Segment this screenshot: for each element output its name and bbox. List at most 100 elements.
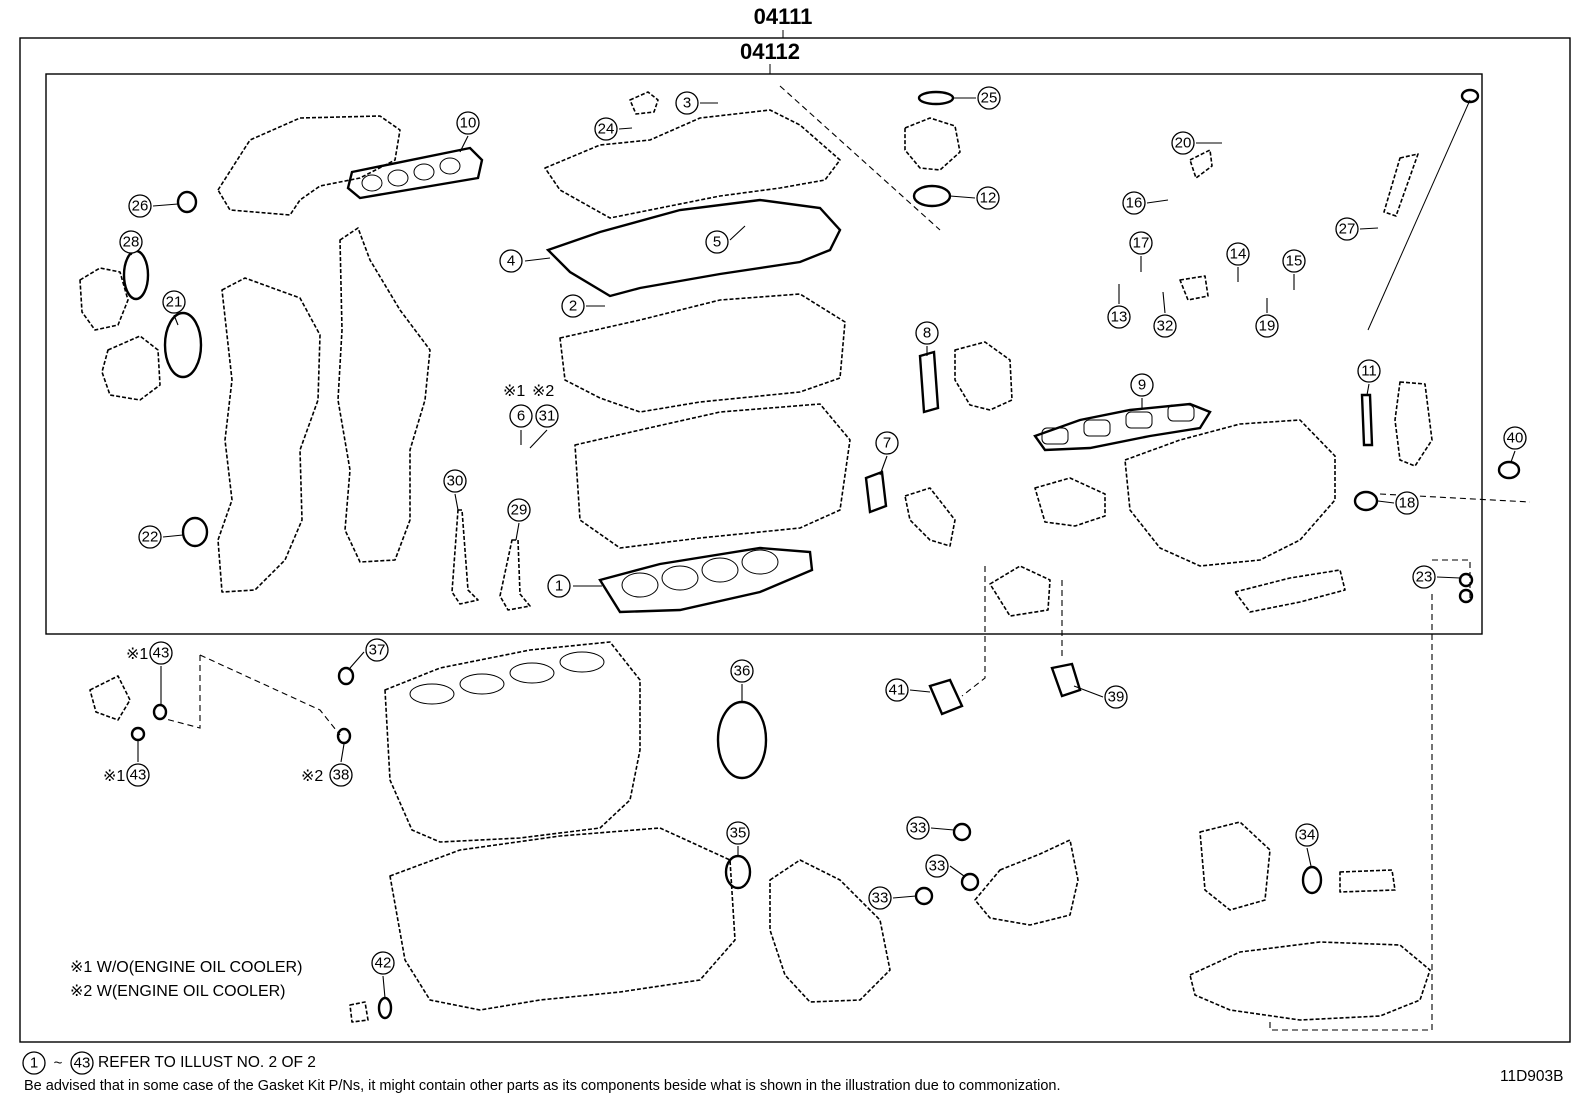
- callout-37[interactable]: 37: [349, 638, 389, 669]
- gasket-33a-shape: [952, 822, 972, 842]
- callout-5[interactable]: 5: [705, 225, 746, 254]
- callout-14[interactable]: 14: [1226, 242, 1250, 282]
- callout-39[interactable]: 39: [1073, 685, 1128, 709]
- callout-34[interactable]: 34: [1295, 823, 1319, 867]
- water-inlet: [904, 117, 961, 171]
- callout-31[interactable]: 31: [529, 404, 559, 449]
- condition-marks: ※1 ※2 ※1 ※1 ※2: [103, 383, 554, 785]
- svg-text:42: 42: [375, 955, 392, 972]
- timing-chain-case: [337, 227, 431, 563]
- callout-9[interactable]: 9: [1130, 373, 1154, 408]
- svg-text:21: 21: [166, 294, 183, 311]
- callout-16[interactable]: 16: [1122, 191, 1169, 215]
- gasket-33b-shape: [960, 872, 980, 892]
- callout-15[interactable]: 15: [1282, 249, 1306, 290]
- callout-40[interactable]: 40: [1503, 426, 1527, 463]
- callout-1[interactable]: 1: [547, 574, 602, 598]
- callout-22[interactable]: 22: [138, 525, 184, 549]
- callout-7[interactable]: 7: [875, 431, 899, 476]
- callout-23[interactable]: 23: [1412, 565, 1461, 589]
- svg-text:38: 38: [333, 767, 350, 784]
- dipstick-guide: [1383, 153, 1419, 217]
- head-cover-gasket: [545, 198, 842, 298]
- svg-text:13: 13: [1111, 309, 1128, 326]
- svg-text:11: 11: [1361, 363, 1377, 380]
- callout-28[interactable]: 28: [119, 230, 143, 256]
- svg-text:27: 27: [1339, 221, 1356, 238]
- illustration-id: 11D903B: [1500, 1068, 1564, 1085]
- callout-35[interactable]: 35: [726, 821, 750, 856]
- callout-11[interactable]: 11: [1357, 359, 1381, 396]
- callout-17[interactable]: 17: [1129, 231, 1153, 272]
- svg-text:37: 37: [369, 642, 386, 659]
- exhaust-manifold-insulator: [217, 115, 401, 216]
- oil-pan-upper: [389, 827, 736, 1011]
- oil-seal-housing: [79, 267, 129, 331]
- svg-text:40: 40: [1507, 430, 1524, 447]
- callout-26[interactable]: 26: [128, 194, 179, 218]
- callout-42[interactable]: 42: [371, 951, 395, 999]
- svg-text:23: 23: [1416, 569, 1433, 586]
- sensor-14: [1179, 275, 1209, 301]
- callout-12[interactable]: 12: [949, 186, 1000, 210]
- cylinder-head: [574, 403, 851, 549]
- callout-18[interactable]: 18: [1377, 491, 1419, 515]
- range-end: 43: [74, 1055, 91, 1072]
- seal-23b-shape: [1458, 588, 1474, 604]
- gasket-43-lower-shape: [130, 726, 146, 742]
- oring-28-shape: [122, 249, 150, 301]
- svg-text:29: 29: [511, 502, 528, 519]
- callouts: 1 2 3 4 5 6 7 8 9 10 11 12 13 14 15 16 1…: [119, 86, 1527, 999]
- oil-seal-26-shape: [176, 190, 198, 214]
- gasket-40-shape: [1497, 460, 1521, 480]
- seal-23-shape: [1458, 572, 1474, 588]
- callout-19[interactable]: 19: [1255, 298, 1279, 338]
- callout-6[interactable]: 6: [509, 404, 533, 445]
- svg-text:6: 6: [517, 408, 525, 425]
- callout-33a[interactable]: 33: [906, 816, 955, 840]
- callout-4[interactable]: 4: [499, 249, 551, 273]
- callout-2[interactable]: 2: [561, 294, 605, 318]
- callout-38[interactable]: 38: [329, 743, 353, 787]
- callout-43a[interactable]: 43: [149, 641, 173, 704]
- timing-chain-cover: [217, 277, 321, 593]
- callout-41[interactable]: 41: [885, 678, 931, 702]
- water-pipe-34: [1339, 869, 1396, 893]
- valve-30: [451, 509, 479, 605]
- oil-seal-22-shape: [181, 516, 209, 548]
- rear-oil-seal-36: [716, 700, 768, 780]
- callout-43b[interactable]: 43: [126, 740, 150, 787]
- oil-filter-union: [89, 675, 131, 721]
- callout-33b[interactable]: 33: [925, 854, 965, 878]
- callout-13[interactable]: 13: [1107, 284, 1131, 329]
- cylinder-block: [384, 641, 641, 843]
- callout-27[interactable]: 27: [1335, 217, 1379, 241]
- advisory-text: Be advised that in some case of the Gask…: [24, 1078, 1061, 1094]
- svg-text:4: 4: [507, 253, 515, 270]
- mark-1-callout-43a: ※1: [126, 646, 148, 663]
- water-pump-cover: [101, 335, 161, 401]
- callout-20[interactable]: 20: [1171, 131, 1222, 155]
- callout-25[interactable]: 25: [954, 86, 1001, 110]
- callout-8[interactable]: 8: [915, 321, 939, 356]
- svg-text:41: 41: [889, 682, 906, 699]
- callout-30[interactable]: 30: [443, 469, 467, 511]
- callout-29[interactable]: 29: [507, 498, 531, 541]
- callout-21[interactable]: 21: [162, 290, 186, 326]
- callout-24[interactable]: 24: [594, 117, 633, 141]
- svg-text:31: 31: [539, 408, 556, 425]
- svg-text:17: 17: [1133, 235, 1150, 252]
- callout-36[interactable]: 36: [730, 659, 754, 702]
- timing-cover-lower: [769, 859, 891, 1003]
- mark-2-callout-38: ※2: [301, 768, 323, 785]
- water-bypass: [954, 341, 1013, 411]
- callout-33c[interactable]: 33: [868, 886, 917, 910]
- svg-text:32: 32: [1157, 318, 1174, 335]
- callout-3[interactable]: 3: [675, 91, 718, 115]
- svg-text:18: 18: [1399, 495, 1416, 512]
- callout-10[interactable]: 10: [456, 111, 480, 153]
- callout-32[interactable]: 32: [1153, 291, 1177, 338]
- assembly-frame: [19, 37, 1571, 1043]
- part-shapes: [79, 88, 1521, 1023]
- valve-29: [499, 539, 531, 611]
